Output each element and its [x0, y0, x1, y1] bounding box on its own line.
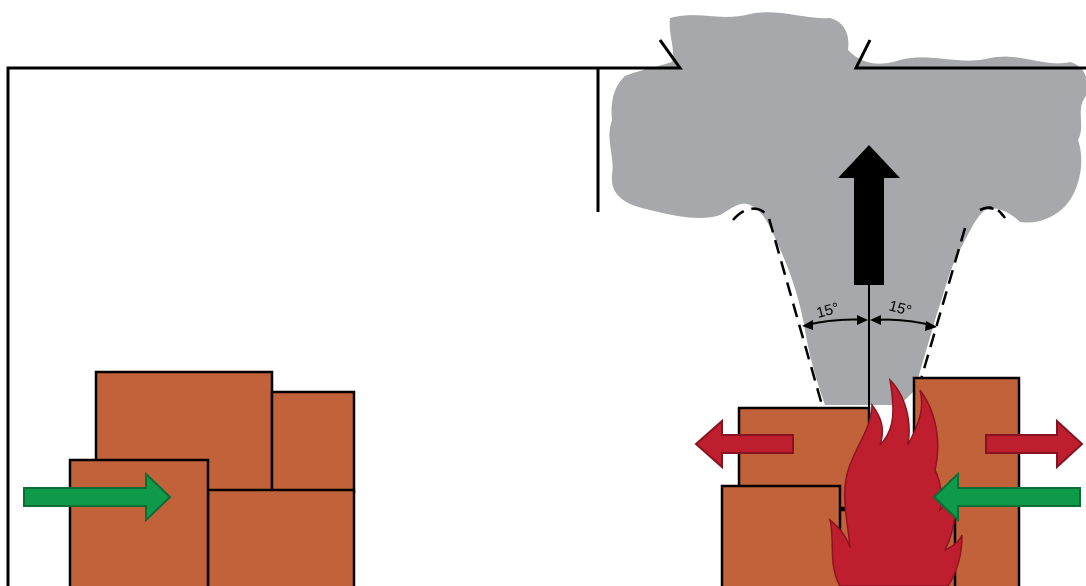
- box: [272, 392, 354, 492]
- box: [722, 486, 840, 586]
- box: [70, 460, 208, 586]
- box: [208, 490, 354, 586]
- smoke-cloud: [609, 12, 1086, 405]
- box-stack-left: [70, 372, 354, 586]
